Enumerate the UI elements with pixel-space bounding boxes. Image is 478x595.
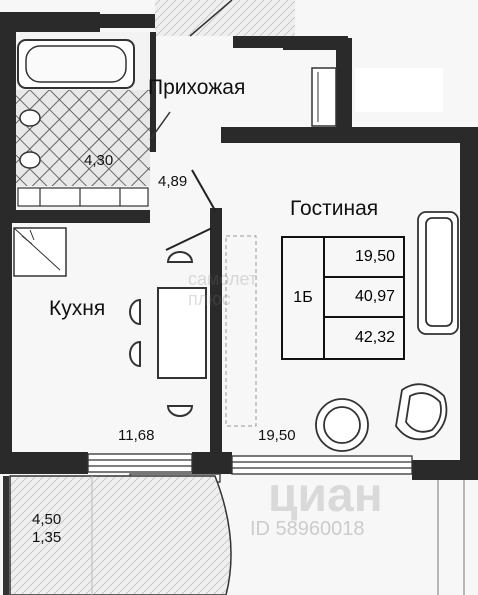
living-area-value: 19,50 [323, 238, 403, 278]
living-furniture [315, 211, 459, 452]
outer-walls [0, 12, 478, 480]
cian-watermark: циан [268, 469, 383, 522]
kitchen-label: Кухня [49, 297, 106, 320]
total-with-balcony-value: 42,32 [354, 329, 395, 346]
living-area: 19,50 [258, 427, 296, 444]
balcony-area: 4,50 [32, 511, 62, 528]
balcony-coefficient-area: 1,35 [32, 529, 62, 546]
kitchen-area: 11,68 [118, 427, 155, 444]
hallway-label: Прихожая [148, 76, 246, 99]
logo-patch [355, 68, 443, 112]
hallway-closet [311, 67, 337, 127]
living-door [165, 169, 257, 427]
hallway-area: 4,89 [158, 173, 188, 190]
bathroom [16, 32, 171, 210]
top-neighbor-area [155, 0, 295, 37]
right-exterior [437, 480, 465, 595]
kitchen-fixtures [13, 227, 207, 417]
total-area-value: 40,97 [323, 278, 403, 318]
balcony [3, 475, 232, 595]
samolet-watermark: самолет плюс [188, 269, 258, 309]
bathroom-area: 4,30 [84, 152, 114, 169]
listing-id-watermark: ID 58960018 [250, 518, 365, 540]
living-label: Гостиная [290, 197, 379, 220]
area-table: 1Б 19,50 40,97 42,32 [281, 236, 405, 360]
apartment-type: 1Б [283, 238, 325, 358]
